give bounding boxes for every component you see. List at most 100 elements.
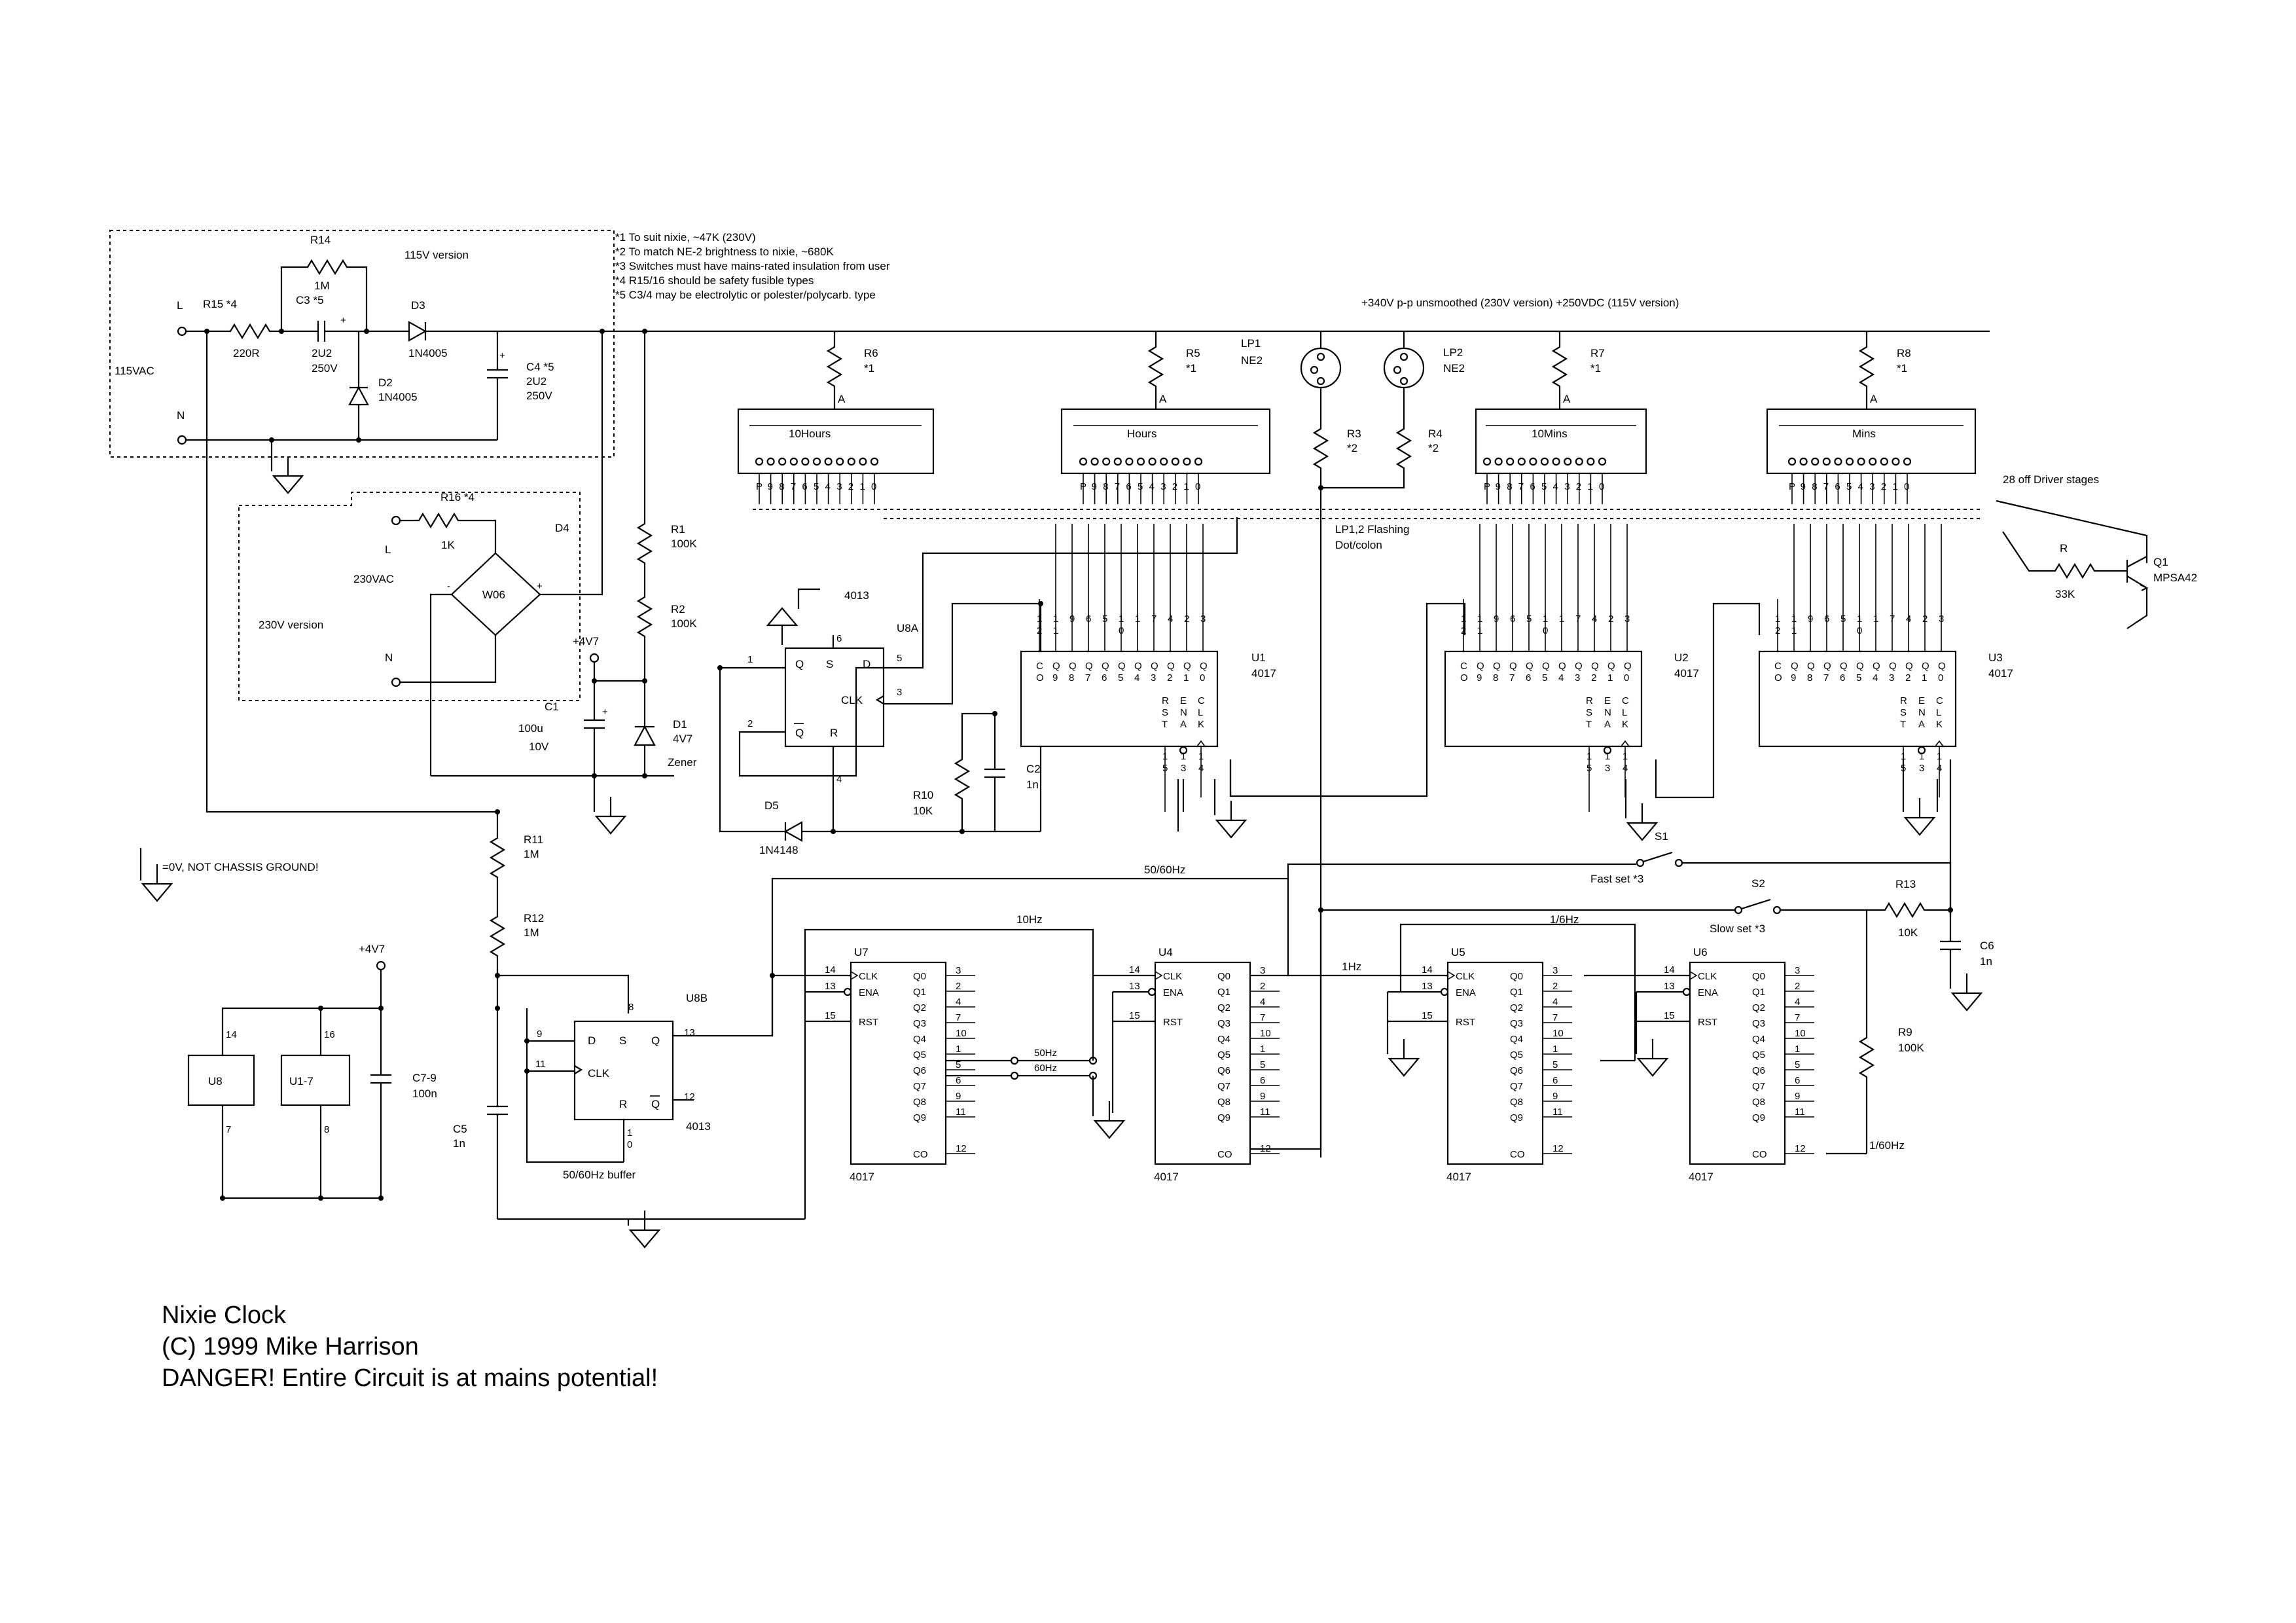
nixie-pin-dot: [1136, 457, 1145, 466]
lower-output-label: Q4: [1752, 1034, 1765, 1045]
counter-output-label: Q: [1477, 661, 1484, 672]
lower-output-label: Q5: [1217, 1049, 1230, 1061]
lower-counter-u6: CLK14ENA13RST15Q03Q12Q24Q37Q410Q51Q65Q76…: [1664, 946, 1814, 1183]
nixie-pin-dot: [766, 457, 775, 466]
c3-value2: 250V: [312, 362, 338, 374]
lower-input-pin: 13: [825, 981, 836, 992]
u8a-r: R: [830, 727, 838, 739]
counter-ctrl-label: R: [1586, 695, 1593, 706]
nixie-pin-dot: [1090, 457, 1099, 466]
c1-label: C1: [545, 701, 559, 713]
w06-label: W06: [482, 589, 505, 601]
nixie-pin-label: 3: [836, 481, 842, 492]
lower-output-label: Q5: [913, 1049, 926, 1061]
r4-label: R4: [1428, 428, 1443, 440]
u8a-pin1: 1: [747, 654, 753, 665]
lower-output-label: Q2: [1510, 1002, 1523, 1013]
lower-output-pin: 12: [1795, 1143, 1806, 1154]
r3-label: R3: [1347, 428, 1361, 440]
lower-output-label: Q2: [1752, 1002, 1765, 1013]
counter-output-label: Q: [1791, 661, 1799, 672]
counter-output-label: Q: [1823, 661, 1831, 672]
nixie-pin-label: 9: [768, 481, 773, 492]
r15-label: R15 *4: [203, 298, 237, 310]
u8a-flipflop: 4013 U8A Q S D CLK Q R 6 4 1 2 5 3 D5 1N…: [717, 517, 1238, 856]
lower-input-pin: 14: [825, 964, 836, 976]
lower-input-label: RST: [1698, 1017, 1717, 1028]
lower-output-label: Q8: [1752, 1097, 1765, 1108]
counter-output-label: Q: [1134, 661, 1142, 672]
counter-ctrl-label: N: [1604, 707, 1611, 718]
lower-counter-name: U7: [854, 946, 869, 958]
nixie-pin-label: 0: [1904, 481, 1909, 492]
anode-mins: A: [1870, 393, 1878, 405]
lower-output-label: Q7: [1217, 1081, 1230, 1092]
lower-output-pin: 5: [1552, 1059, 1558, 1070]
nixie-pin-label: 5: [1846, 481, 1852, 492]
u3-label: U3: [1988, 651, 2003, 664]
r3-value: *2: [1347, 442, 1357, 454]
r5-label: R5: [1186, 347, 1200, 359]
r16-value: 1K: [441, 539, 455, 551]
nixie-pin-label: 2: [1172, 481, 1177, 492]
r16-label: R16 *4: [440, 491, 475, 503]
nixie-pin-dot: [812, 457, 821, 466]
nixie-pin-dot: [801, 457, 810, 466]
nixie-pin-label: 8: [1507, 481, 1512, 492]
nixie-pin-dot: [836, 457, 844, 466]
counter-output-label: Q: [1493, 661, 1501, 672]
u8b-buffer: D S Q CLK R Q 9 11 8 13 12 1 0 U8B 4013 …: [497, 864, 1289, 1249]
d1-type: Zener: [668, 756, 697, 769]
d2-label: D2: [378, 376, 393, 389]
lower-output-label: Q0: [1510, 971, 1523, 982]
lower-output-label: Q7: [913, 1081, 926, 1092]
counter-output-label: 7: [1085, 672, 1090, 684]
lower-output-label: CO: [1510, 1149, 1525, 1160]
r11-label: R11: [524, 833, 543, 846]
note-3: *3 Switches must have mains-rated insula…: [615, 260, 890, 272]
lower-output-label: Q0: [913, 971, 926, 982]
d3-value: 1N4005: [408, 347, 448, 359]
lower-output-pin: 2: [956, 981, 961, 992]
regulator-4v7: R1 100K R2 100K +4V7 + C1 100u 10V D1 4V…: [431, 329, 697, 835]
upper-counter-u1: 12CO11Q99Q86Q75Q610Q51Q47Q34Q22Q13Q0RST1…: [1020, 524, 1219, 812]
counter-output-label: Q: [1607, 661, 1615, 672]
lower-output-pin: 2: [1795, 981, 1800, 992]
lower-output-label: Q6: [1510, 1065, 1523, 1076]
lower-output-label: Q7: [1752, 1081, 1765, 1092]
neon-lamps: LP1 NE2 LP2 NE2 R3 *2 R4 *2 LP1,2 Flashi…: [1241, 331, 1465, 1158]
nixie-pin-label: 6: [802, 481, 807, 492]
counter-output-label: 0: [1200, 672, 1205, 684]
c4-label: C4 *5: [526, 361, 554, 373]
nixie-pin-dot: [1834, 457, 1842, 466]
counter-output-label: 8: [1807, 672, 1812, 684]
nixie-pin-dot: [1598, 457, 1607, 466]
u8-label: U8: [208, 1075, 223, 1087]
lower-input-label: ENA: [1163, 987, 1183, 998]
r1-label: R1: [671, 523, 685, 536]
lower-output-label: Q5: [1752, 1049, 1765, 1061]
lower-input-pin: 13: [1129, 981, 1140, 992]
counter-output-label: Q: [1183, 661, 1191, 672]
r7-value: *1: [1590, 362, 1601, 374]
counter-output-label: C: [1036, 661, 1043, 672]
nixie-pin-label: 3: [1869, 481, 1874, 492]
lower-output-label: Q4: [913, 1034, 926, 1045]
u8b-type: 4013: [686, 1120, 711, 1133]
lower-output-pin: 7: [956, 1012, 961, 1023]
nixie-pin-dot: [755, 457, 764, 466]
lower-output-label: Q9: [1510, 1112, 1523, 1123]
lp1-label: LP1: [1241, 337, 1261, 350]
nixie-pin-label: 4: [825, 481, 831, 492]
counter-ctrl-label: N: [1180, 707, 1187, 718]
r9-label: R9: [1898, 1026, 1912, 1038]
rdrv-label: R: [2060, 542, 2068, 555]
u8b-s: S: [619, 1034, 626, 1047]
freq-16hz-label: 1/6Hz: [1550, 913, 1579, 926]
r8-label: R8: [1897, 347, 1911, 359]
nixie-pin-label: 2: [848, 481, 853, 492]
counter-output-label: 4: [1558, 672, 1564, 684]
r14-label: R14: [310, 234, 331, 246]
u8b-pin9: 9: [537, 1029, 542, 1040]
